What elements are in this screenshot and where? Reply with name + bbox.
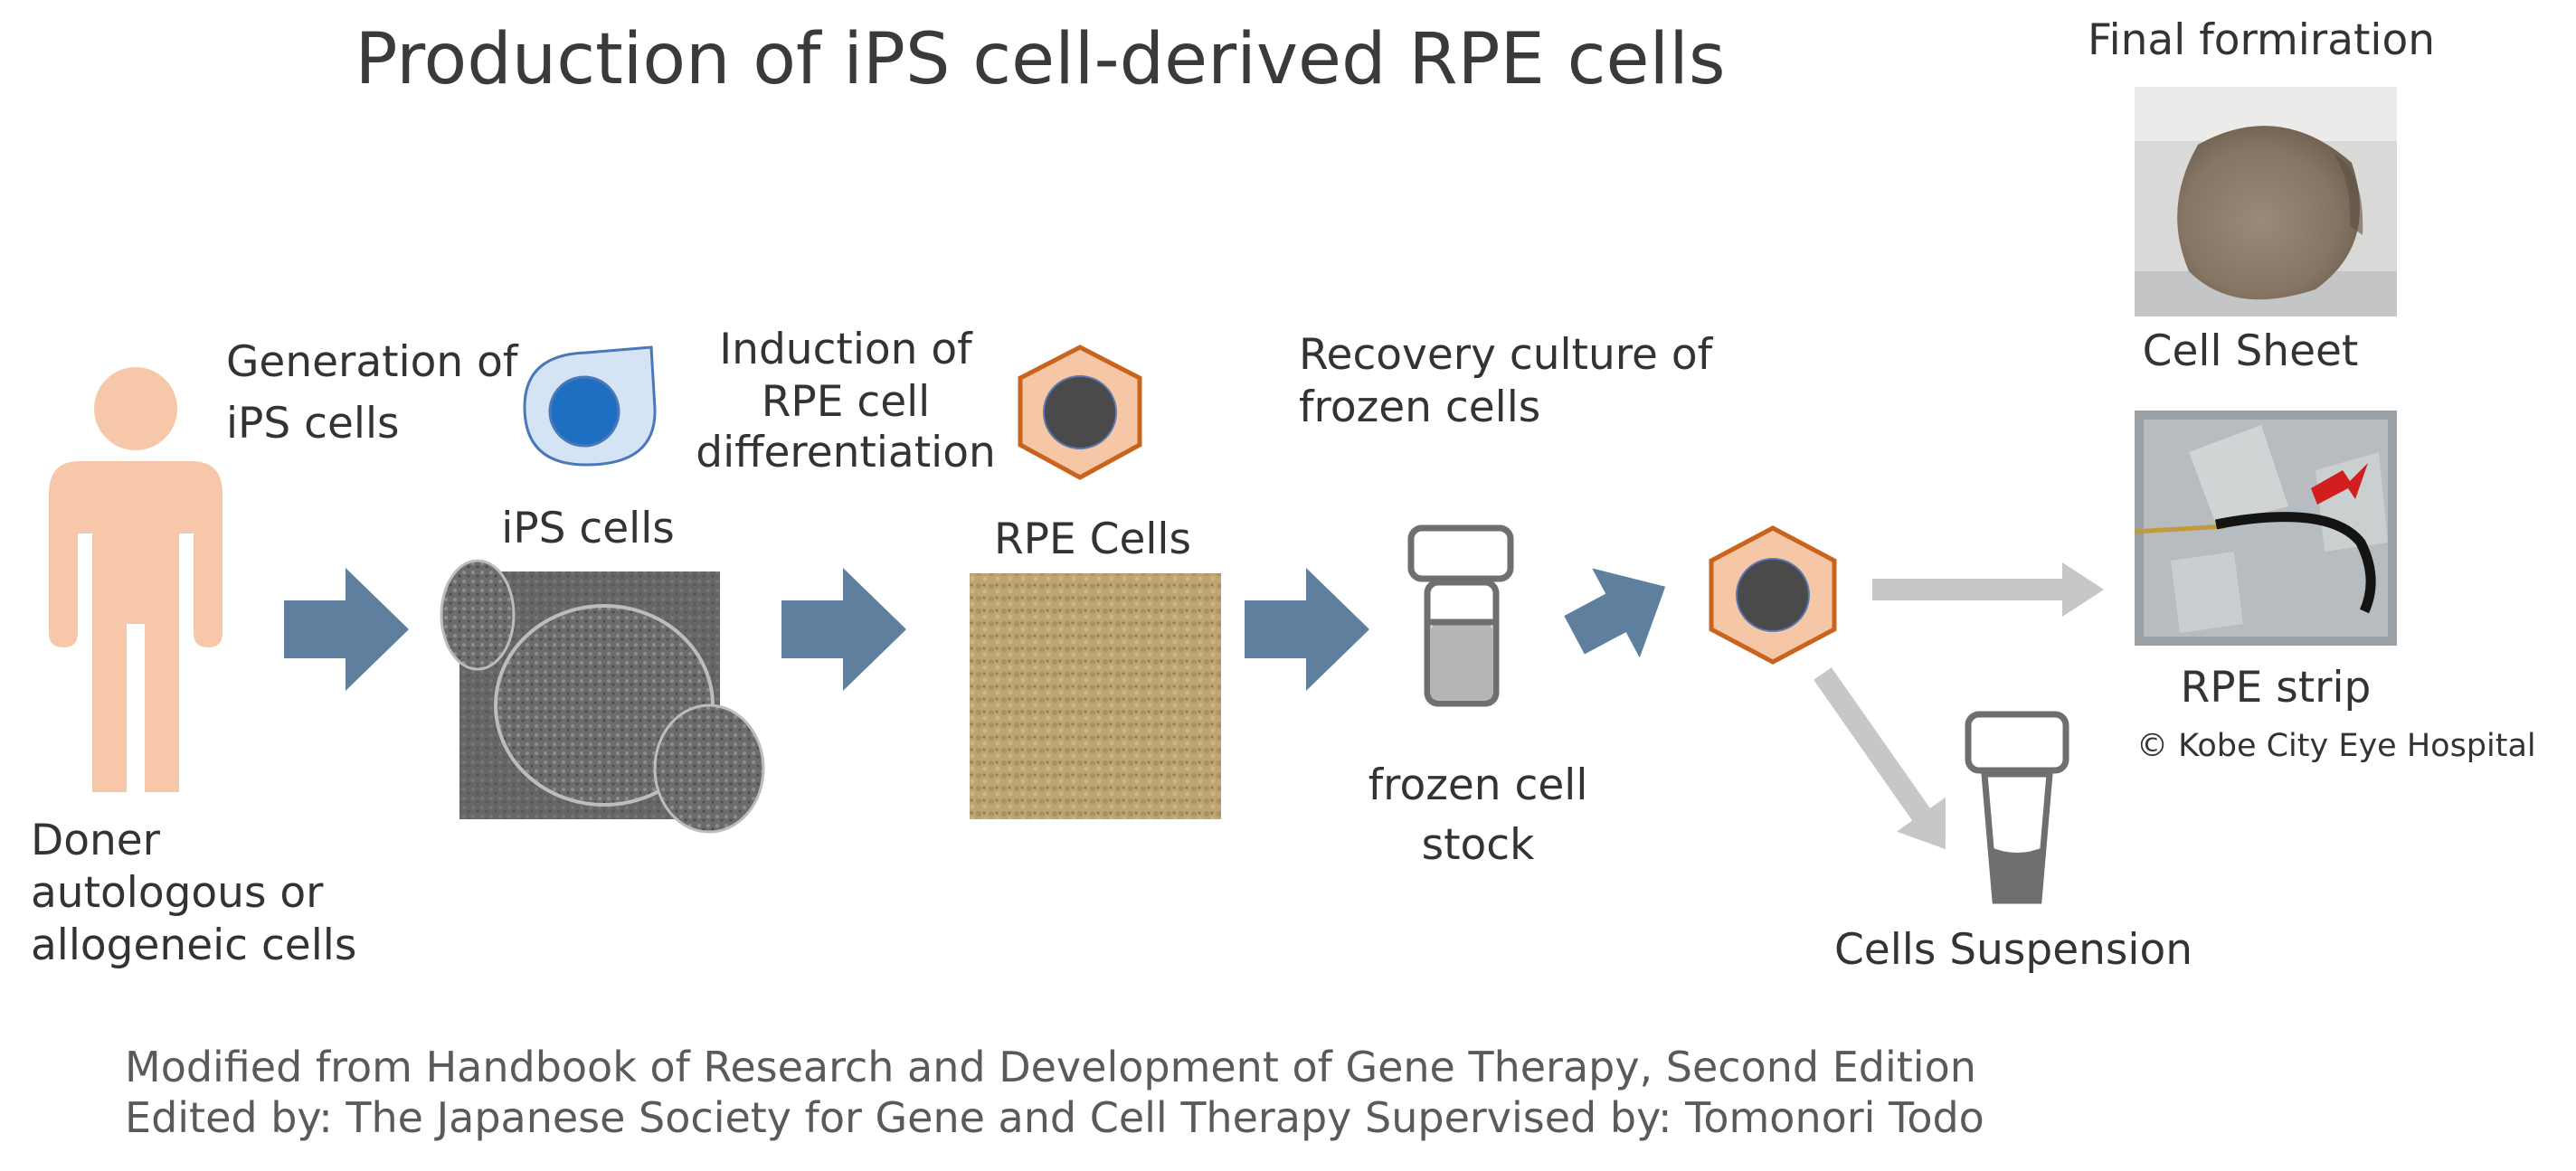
rpe-cells-label: RPE Cells xyxy=(994,515,1191,564)
frozen-stock-label-line-1: frozen cell xyxy=(1368,760,1588,810)
copyright-label: © Kobe City Eye Hospital xyxy=(2136,728,2536,764)
credit-line-2: Edited by: The Japanese Society for Gene… xyxy=(125,1093,1984,1142)
rpe-cell-hexagon-icon-recovered xyxy=(1709,525,1837,665)
credit-line-1: Modified from Handbook of Research and D… xyxy=(125,1043,1976,1091)
ips-cell-icon xyxy=(523,345,657,467)
rpe-cell-hexagon-icon xyxy=(1018,345,1142,480)
rpe-strip-label: RPE strip xyxy=(2181,663,2372,713)
final-heading: Final formiration xyxy=(2088,15,2435,65)
flow-arrow-3 xyxy=(1245,568,1369,691)
ips-colony-photo xyxy=(440,559,765,834)
donor-label-line-3: allogeneic cells xyxy=(31,921,356,970)
donor-label-line-1: Doner xyxy=(31,816,161,865)
person-icon xyxy=(49,367,223,792)
flow-arrow-1 xyxy=(284,568,409,691)
frozen-stock-label-line-2: stock xyxy=(1422,820,1536,870)
induction-label-line-3: differentiation xyxy=(696,428,996,477)
recovery-label-line-1: Recovery culture of xyxy=(1299,330,1714,380)
induction-label-line-1: Induction of xyxy=(719,325,973,374)
tube-icon xyxy=(1965,711,2069,904)
induction-label-line-2: RPE cell xyxy=(762,377,931,427)
donor-label-line-2: autologous or xyxy=(31,868,324,918)
output-arrow-to-strip xyxy=(1872,562,2104,617)
rpe-strip-photo xyxy=(2134,411,2397,646)
output-arrow-to-suspension xyxy=(1814,667,1946,850)
recovery-label-line-2: frozen cells xyxy=(1299,382,1540,432)
flow-arrow-4 xyxy=(1564,568,1666,658)
ips-cells-label: iPS cells xyxy=(501,504,675,553)
cell-sheet-photo xyxy=(2135,87,2397,316)
suspension-label: Cells Suspension xyxy=(1834,925,2192,975)
generation-label-line-1: Generation of xyxy=(226,337,519,387)
generation-label-line-2: iPS cells xyxy=(226,399,400,449)
rpe-cells-photo xyxy=(970,573,1221,819)
flow-arrow-2 xyxy=(781,568,906,691)
vial-icon xyxy=(1407,524,1514,707)
page-title: Production of iPS cell-derived RPE cells xyxy=(355,19,1726,100)
cell-sheet-label: Cell Sheet xyxy=(2143,326,2359,376)
